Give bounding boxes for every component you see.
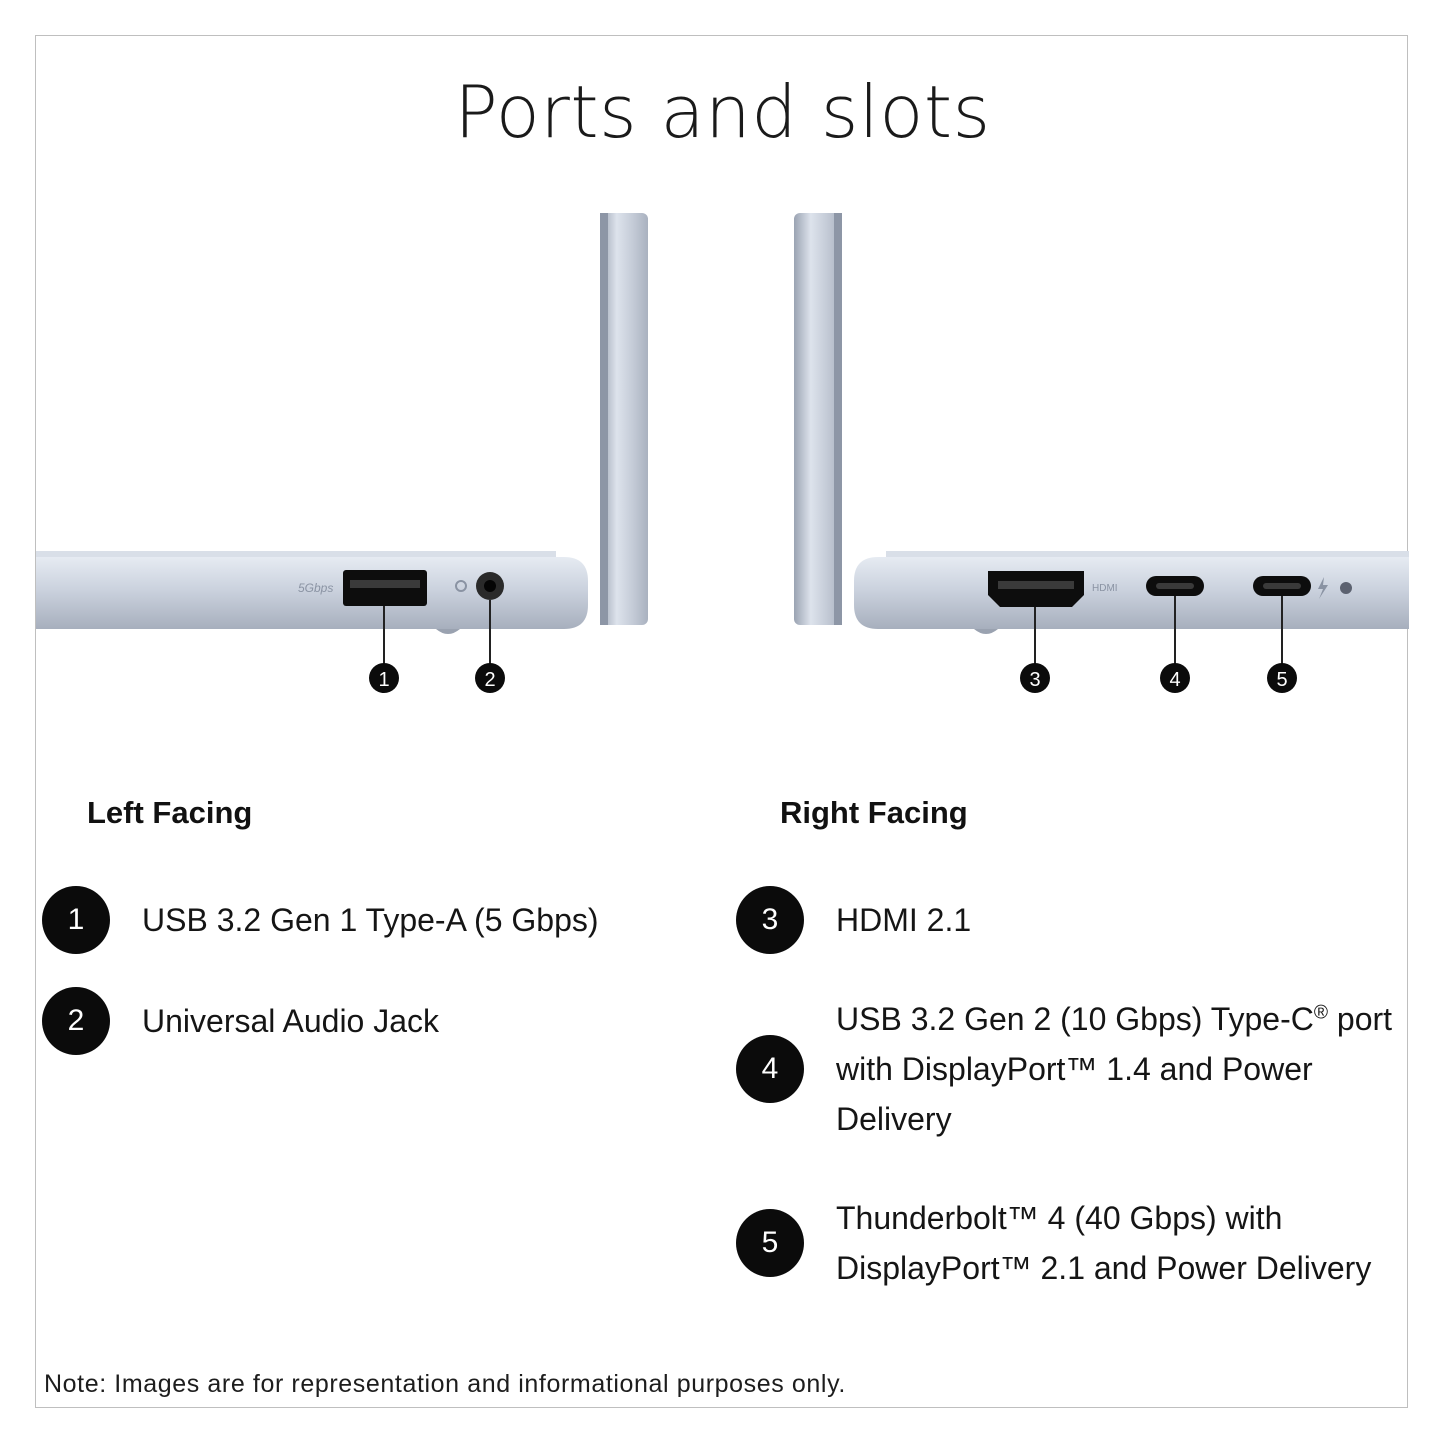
left-foot [436,629,460,634]
hdmi-engraving: HDMI [1092,583,1118,594]
port-description-text: USB 3.2 Gen 2 (10 Gbps) Type-C [836,1001,1314,1037]
left-base [36,557,588,629]
registered-mark: ® [1313,1002,1328,1024]
right-base-top-edge [886,551,1409,557]
port-description: HDMI 2.1 [836,895,971,945]
port-description: USB 3.2 Gen 2 (10 Gbps) Type-C® port wit… [836,994,1392,1144]
port-description-text: port [1328,1001,1393,1037]
laptop-side-illustration: 5Gbps 1 2 HDMI 3 4 5 [36,213,1409,693]
right-facing-heading: Right Facing [780,795,968,830]
callout-label-3: 3 [1029,669,1040,691]
headset-engraving-icon [455,580,467,592]
port-description-line: DisplayPort™ 2.1 and Power Delivery [836,1250,1372,1286]
right-lid [794,213,842,625]
page-frame [35,35,1408,1408]
port-number-badge: 5 [736,1209,804,1277]
callout-label-2: 2 [484,669,495,691]
port-number-badge: 3 [736,886,804,954]
callout-badge-3 [1020,663,1050,693]
usb-5gbps-engraving: 5Gbps [298,581,333,595]
port-number-badge: 2 [42,987,110,1055]
port-item-4: 4 USB 3.2 Gen 2 (10 Gbps) Type-C® port w… [736,994,1392,1144]
port-description-line: HDMI 2.1 [836,902,972,938]
port-item-2: 2 Universal Audio Jack [42,987,439,1055]
usb-a-tongue [350,580,420,588]
disclaimer-note: Note: Images are for representation and … [44,1370,846,1398]
port-description-line: Universal Audio Jack [142,1003,440,1039]
left-base-top-edge [36,551,556,557]
callout-label-1: 1 [378,669,389,691]
port-description: USB 3.2 Gen 1 Type-A (5 Gbps) [142,895,599,945]
port-item-1: 1 USB 3.2 Gen 1 Type-A (5 Gbps) [42,886,599,954]
right-base [854,557,1409,629]
power-led-icon [1340,582,1352,594]
thunderbolt-tongue [1263,583,1301,589]
port-description-line: USB 3.2 Gen 2 (10 Gbps) Type-C® port [836,994,1392,1044]
port-description-line: USB 3.2 Gen 1 Type-A (5 Gbps) [142,902,599,938]
thunderbolt-engraving-icon [1318,577,1328,599]
port-number-badge: 4 [736,1035,804,1103]
page-title: Ports and slots [454,70,991,154]
port-description-line: Thunderbolt™ 4 (40 Gbps) with [836,1200,1283,1236]
callout-badge-4 [1160,663,1190,693]
callout-label-4: 4 [1169,669,1180,691]
port-description: Universal Audio Jack [142,996,439,1046]
right-lid-edge [834,213,842,625]
callout-badge-2 [475,663,505,693]
right-foot [974,629,998,634]
port-item-5: 5 Thunderbolt™ 4 (40 Gbps) with DisplayP… [736,1193,1371,1293]
callout-badge-1 [369,663,399,693]
port-description-line: Delivery [836,1101,952,1137]
audio-jack-hole [484,580,496,592]
port-item-3: 3 HDMI 2.1 [736,886,971,954]
left-lid [600,213,648,625]
port-number-badge: 1 [42,886,110,954]
port-description-line: with DisplayPort™ 1.4 and Power [836,1051,1313,1087]
usb-c-tongue [1156,583,1194,589]
left-laptop: 5Gbps 1 2 [36,213,648,693]
callout-badge-5 [1267,663,1297,693]
right-laptop: HDMI 3 4 5 [794,213,1409,693]
left-lid-edge [600,213,608,625]
left-facing-heading: Left Facing [87,795,253,830]
callout-label-5: 5 [1276,669,1287,691]
port-description: Thunderbolt™ 4 (40 Gbps) with DisplayPor… [836,1193,1371,1293]
hdmi-tongue [998,581,1074,589]
